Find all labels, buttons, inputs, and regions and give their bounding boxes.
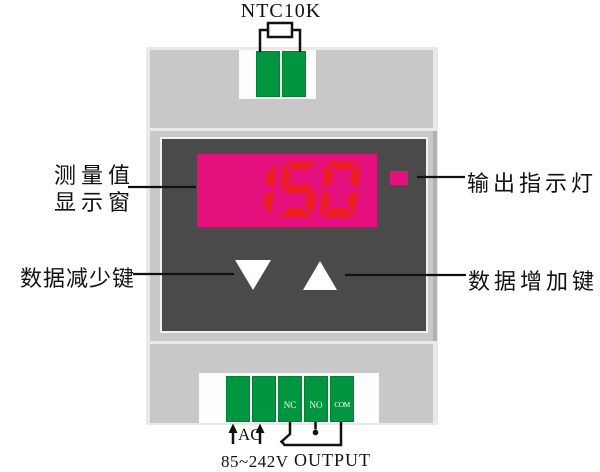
relay-no-contact-dot [312, 429, 319, 436]
display-window-label-line1: 测量值 [53, 163, 135, 188]
output-label: OUTPUT [294, 450, 371, 470]
display-window-label-line2: 显示窗 [53, 190, 135, 215]
seven-segment-readout [263, 161, 361, 217]
ac-terminal-2 [252, 376, 276, 422]
voltage-range-label: 85~242V [221, 452, 289, 471]
decrease-triangle-icon [235, 260, 271, 290]
relay-com-wire [280, 422, 343, 447]
sensor-type-label: NTC10K [240, 0, 322, 22]
terminal-label-no: NO [309, 400, 323, 410]
ac-label: AC [238, 425, 262, 444]
relay-terminal-no [304, 376, 328, 422]
sensor-terminal-1 [256, 51, 280, 97]
relay-terminal-com [330, 376, 354, 422]
increase-triangle-icon [303, 261, 337, 290]
measurement-display [197, 154, 377, 227]
terminal-label-com: COM [334, 400, 350, 409]
output-indicator-label: 输出指示灯 [467, 171, 598, 196]
relay-nc-wire [279, 422, 292, 444]
ac-terminal-1 [226, 376, 250, 422]
resistor-symbol [266, 21, 294, 39]
terminal-label-nc: NC [283, 400, 297, 410]
display-window-label: 测量值 显示窗 [54, 162, 135, 216]
output-indicator-led [390, 171, 408, 185]
sensor-terminal-2 [282, 51, 306, 97]
increase-key-label: 数据增加键 [468, 269, 599, 294]
relay-terminal-nc [278, 376, 302, 422]
decrease-key-label: 数据减少键 [20, 266, 136, 291]
